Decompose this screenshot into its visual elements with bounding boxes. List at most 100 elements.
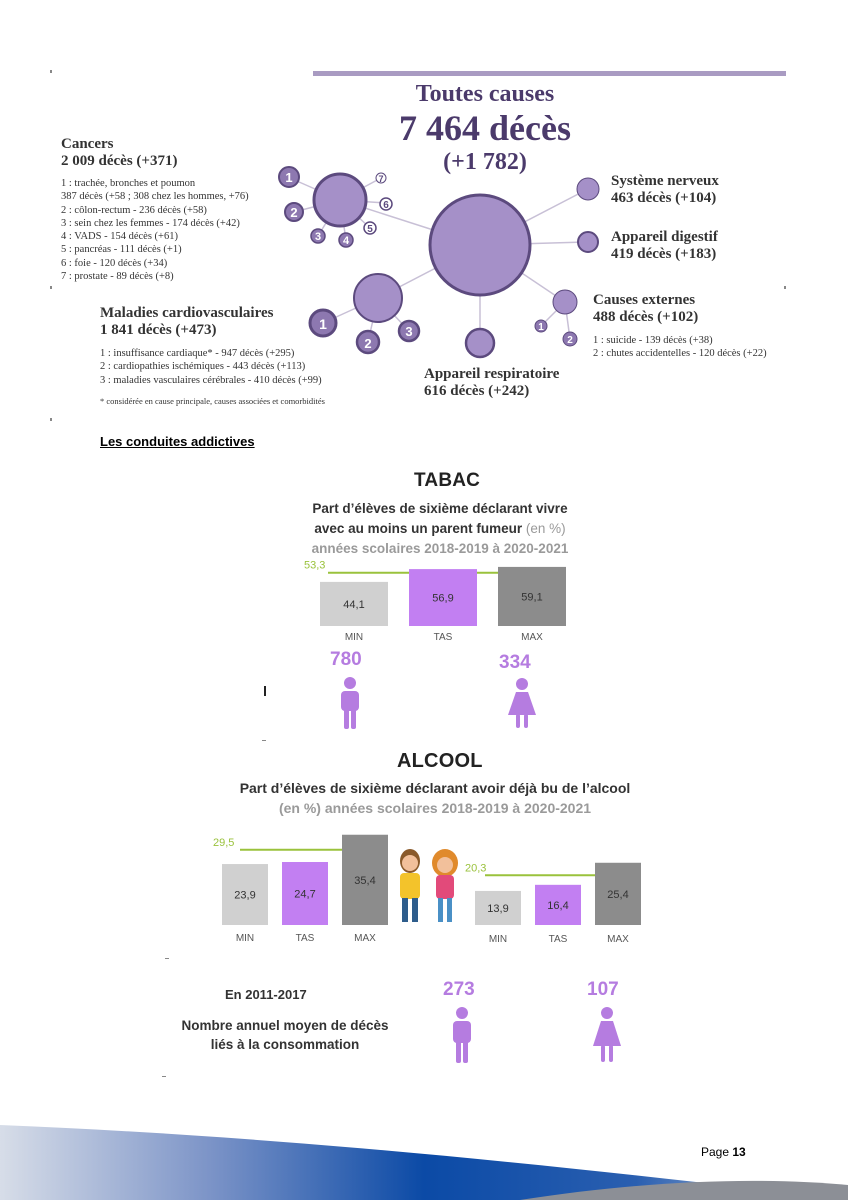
bar-value-label: 59,1 (521, 591, 542, 603)
cancers-line: 5 : pancréas - 111 décès (+1) (61, 244, 182, 256)
margin-mark (50, 70, 52, 73)
reference-label: 29,5 (213, 837, 234, 849)
digestive-value: 419 décès (+183) (611, 246, 717, 262)
bar-value-label: 23,9 (234, 890, 255, 902)
margin-mark (264, 686, 266, 696)
category-label: TAS (296, 933, 315, 944)
cancers-line: 2 : côlon-rectum - 236 décès (+58) (61, 204, 207, 216)
bubble-label: 2 (290, 205, 297, 220)
bubble-label: 2 (364, 336, 371, 351)
male-icon (453, 1007, 471, 1063)
cardio-value: 1 841 décès (+473) (100, 322, 217, 338)
reference-label: 20,3 (465, 862, 486, 874)
bar-value-label: 16,4 (547, 900, 568, 912)
tabac-subtitle: Part d’élèves de sixième déclarant vivre… (270, 499, 610, 559)
page-number: Page 13 (701, 1145, 746, 1159)
external-value: 488 décès (+102) (593, 309, 699, 325)
external-block: Causes externes 488 décès (+102) 1 : sui… (593, 292, 767, 361)
bar-min (475, 890, 521, 925)
bubble-nervous (576, 177, 600, 201)
nervous-block: Système nerveux 463 décès (+104) (611, 173, 719, 207)
bar-max (342, 834, 388, 925)
alcool-title: ALCOOL (397, 750, 483, 772)
cancers-line: 6 : foie - 120 décès (+34) (61, 257, 168, 269)
bubble-all-causes (428, 193, 532, 297)
cancers-line: 7 : prostate - 89 décès (+8) (61, 271, 174, 283)
bubble-label: 3 (315, 231, 321, 243)
reference-label: 53,3 (304, 560, 325, 572)
bubble-label: 3 (405, 324, 412, 339)
external-line: 1 : suicide - 139 décès (+38) (593, 335, 713, 346)
tabac-subtitle-unit: (en %) (525, 521, 566, 536)
alcool-female-count: 107 (587, 979, 619, 1000)
cardio-lines: 1 : insuffisance cardiaque* - 947 décès … (100, 347, 325, 387)
nervous-title: Système nerveux (611, 173, 719, 189)
all-causes-delta: (+1 782) (443, 149, 527, 175)
bar-value-label: 13,9 (487, 903, 508, 915)
cancers-value: 2 009 décès (+371) (61, 153, 178, 169)
tabac-male-count: 780 (330, 649, 362, 670)
bubble-label: 1 (319, 316, 327, 332)
alcool-period: En 2011-2017 (225, 987, 307, 1002)
external-line: 2 : chutes accidentelles - 120 décès (+2… (593, 348, 767, 360)
tabac-subtitle-line3: années scolaires 2018-2019 à 2020-2021 (311, 541, 569, 556)
respiratory-title: Appareil respiratoire (424, 366, 560, 382)
category-label: TAS (434, 632, 453, 643)
category-label: TAS (549, 934, 568, 945)
bar-value-label: 24,7 (294, 889, 315, 901)
alcool-subtitle-line1: Part d’élèves de sixième déclarant avoir… (239, 780, 631, 796)
alcool-male-count: 273 (443, 979, 475, 1000)
alcool-subtitle-line2: (en %) années scolaires 2018-2019 à 2020… (278, 800, 592, 816)
tabac-female-count: 334 (499, 652, 531, 673)
category-label: MIN (236, 933, 254, 944)
bubble-respiratory (464, 327, 496, 359)
category-label: MAX (354, 933, 376, 944)
external-title: Causes externes (593, 292, 696, 308)
category-label: MIN (345, 632, 363, 643)
page-label: Page (701, 1145, 730, 1159)
margin-mark (162, 1076, 166, 1077)
bubble-digestive (577, 231, 599, 253)
external-lines: 1 : suicide - 139 décès (+38) 2 : chutes… (593, 334, 767, 361)
bar-max (498, 566, 566, 626)
respiratory-block: Appareil respiratoire 616 décès (+242) (424, 366, 559, 400)
cardio-title: Maladies cardiovasculaires (100, 305, 274, 321)
category-label: MAX (607, 934, 629, 945)
all-causes-title: Toutes causes 7 464 décès (+1 782) (360, 80, 610, 176)
category-label: MIN (489, 934, 507, 945)
cancers-line: 1 : trachée, bronches et poumon (61, 178, 196, 189)
cardio-line: 1 : insuffisance cardiaque* - 947 décès … (100, 348, 295, 359)
alcool-caption-line2: liés à la consommation (210, 1037, 360, 1052)
cancers-line: 4 : VADS - 154 décès (+61) (61, 231, 178, 243)
bubble-label: 4 (343, 235, 350, 247)
bar-tas (282, 862, 328, 925)
bubble-label: 7 (378, 174, 383, 184)
bar-value-label: 44,1 (343, 599, 364, 611)
cancers-line: 387 décès (+58 ; 308 chez les hommes, +7… (61, 191, 249, 203)
bubble-label: 6 (383, 200, 389, 211)
tabac-title: TABAC (414, 470, 481, 491)
bubble-label: 5 (367, 224, 373, 235)
footer-wave (0, 1125, 848, 1200)
bar-tas (409, 569, 477, 626)
category-label: MAX (521, 632, 543, 643)
bar-min (320, 581, 388, 626)
male-icon (341, 677, 359, 729)
cancers-lines: 1 : trachée, bronches et poumon 387 décè… (61, 177, 249, 283)
cardio-block: Maladies cardiovasculaires 1 841 décès (… (100, 305, 325, 408)
alcool-subtitle: Part d’élèves de sixième déclarant avoir… (180, 778, 690, 818)
bar-min (222, 864, 268, 925)
all-causes-total: 7 464 décès (399, 108, 571, 148)
page-number-value: 13 (732, 1145, 746, 1159)
bubble-cancers (312, 172, 368, 228)
cardio-footnote: * considérée en cause principale, causes… (100, 395, 325, 406)
bar-value-label: 25,4 (607, 889, 628, 901)
cancers-line: 3 : sein chez les femmes - 174 décès (+4… (61, 217, 240, 229)
cardio-line: 3 : maladies vasculaires cérébrales - 41… (100, 374, 322, 386)
digestive-title: Appareil digestif (611, 229, 718, 245)
tabac-subtitle-line1: Part d’élèves de sixième déclarant vivre (312, 501, 568, 516)
all-causes-label: Toutes causes (415, 81, 555, 107)
